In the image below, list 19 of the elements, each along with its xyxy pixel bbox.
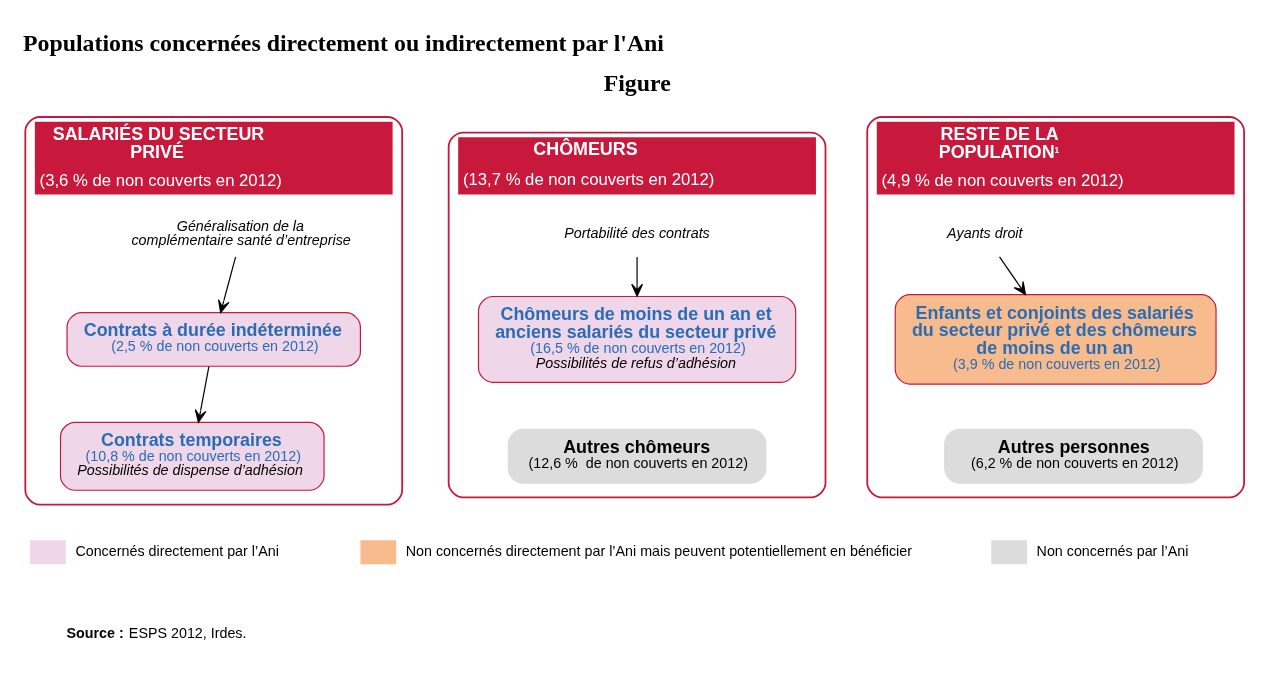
arrow (998, 255, 1027, 295)
node-box: Autres personnes (6,2 % de non couverts en 2012) (944, 428, 1203, 484)
node-text: Portabilité des contrats (564, 224, 710, 241)
arrow (217, 255, 237, 313)
node-box: Enfants et conjoints des salariés du secteur privé et des chômeurs de moins de un an (3,9 % de non couverts en 2012) (894, 293, 1217, 385)
arrow (194, 365, 210, 423)
legend-label: Concernés directement par l’Ani (75, 542, 279, 559)
arrow (631, 255, 644, 297)
node-text: Généralisation de la complémentaire santé d’entreprise (131, 217, 351, 248)
label: Figure (603, 69, 671, 96)
node-text: Ayants droit (947, 224, 1023, 241)
node-box: Contrats temporaires (10,8 % de non couverts en 2012) Possibilités de dispense d’adhésion (59, 421, 325, 491)
node-box: Autres chômeurs (12,6 % de non couverts en 2012) (507, 428, 767, 484)
legend-label: Non concernés directement par l’Ani mais peuvent potentiellement en bénéficier (405, 542, 912, 559)
legend-label: Non concernés par l’Ani (1036, 542, 1189, 559)
node-box: Chômeurs de moins de un an et anciens salariés du secteur privé (16,5 % de non couverts en 2012) Possibilités de refus d’adhésion (477, 295, 797, 383)
caption: Source : ESPS 2012, Irdes. (66, 624, 247, 641)
diagram-title: Populations concernées directement ou indirectement par l'Ani (22, 29, 665, 56)
node-box: Contrats à durée indéterminée (2,5 % de non couverts en 2012) (66, 311, 361, 367)
